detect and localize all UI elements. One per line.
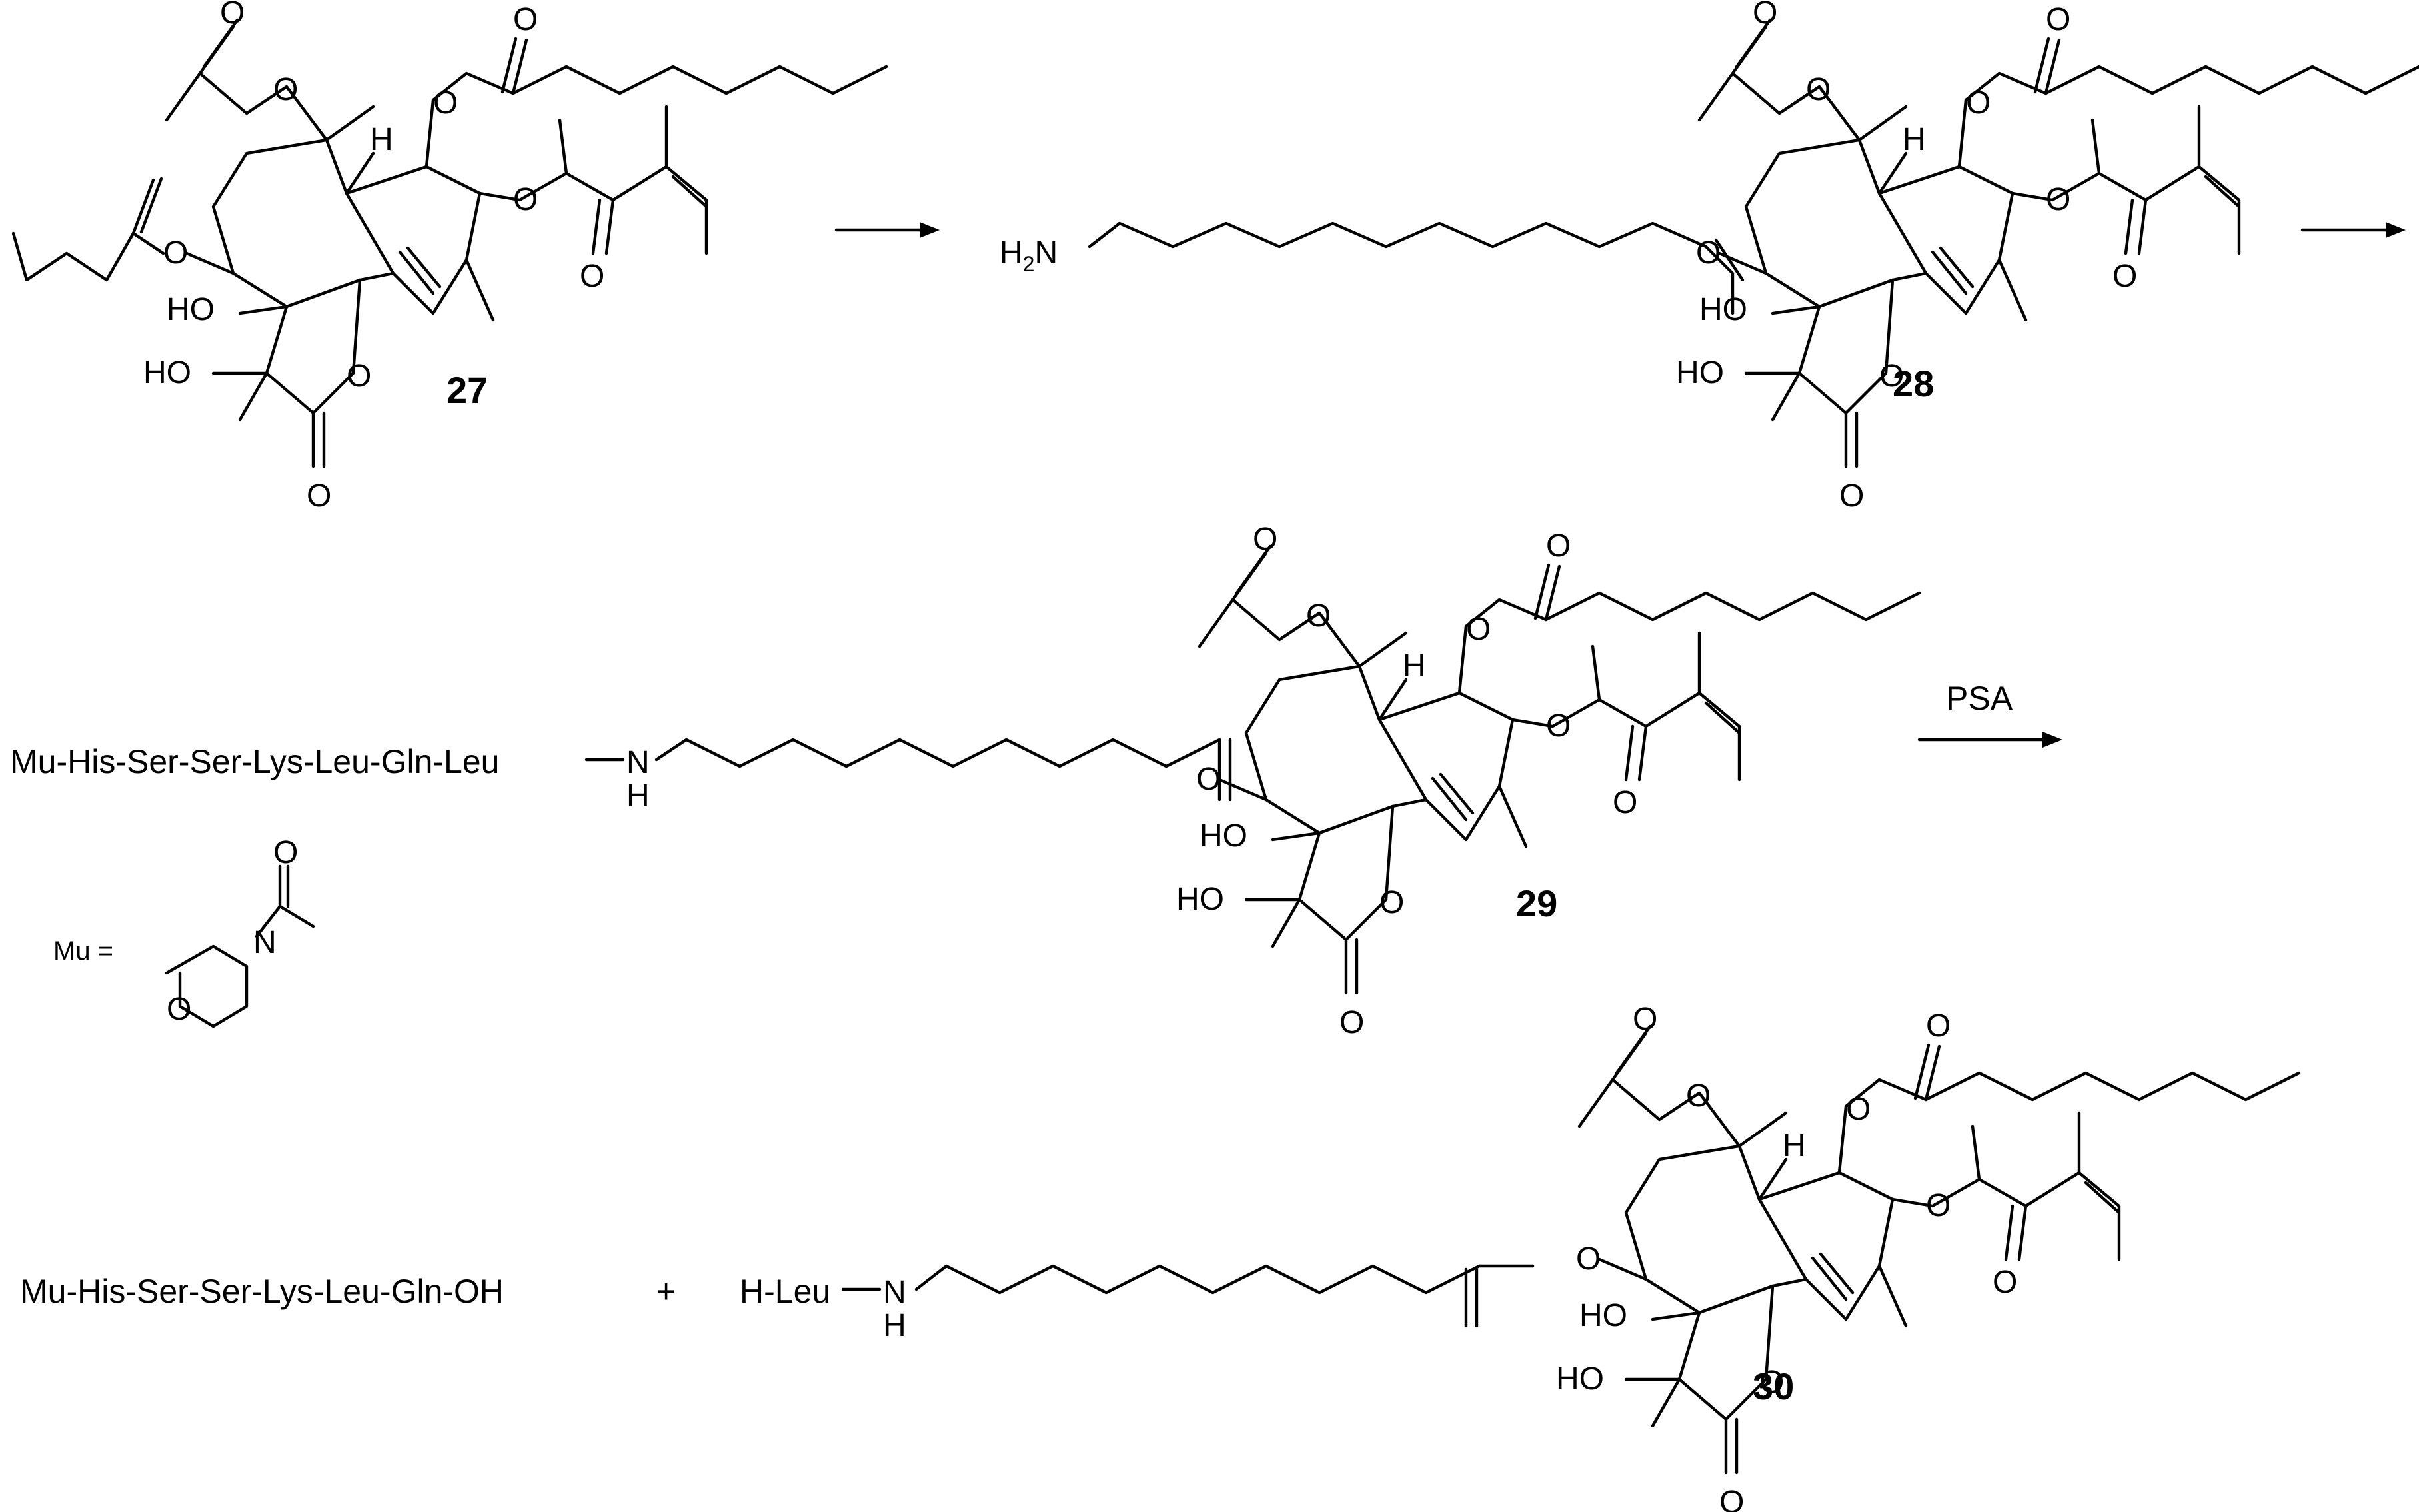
atom-nh-30: H — [883, 1308, 906, 1343]
mu-label: Mu = — [53, 936, 113, 966]
arrow-2 — [2300, 222, 2406, 238]
compound-number-27: 27 — [446, 369, 488, 411]
atom-n-29: N — [626, 745, 650, 780]
compound-number-28: 28 — [1893, 363, 1934, 404]
h2n-label: H2N — [1000, 235, 1058, 276]
plus-sign: + — [656, 1273, 676, 1310]
mu-definition: Mu = N O O — [53, 835, 315, 1028]
atom-o-mu-ring: O — [167, 992, 191, 1027]
h-leu-label: H-Leu — [740, 1273, 830, 1310]
compound-28: 28 H2N — [1000, 0, 2419, 514]
atom-nh-29: H — [626, 778, 650, 814]
atom-n-mu: N — [253, 925, 277, 960]
atom-o-mu-carbonyl: O — [273, 835, 298, 870]
compound-number-29: 29 — [1516, 882, 1557, 924]
product-peptide: Mu-His-Ser-Ser-Lys-Leu-Gln-OH + — [20, 1273, 676, 1310]
arrow-3: PSA — [1917, 680, 2062, 748]
arrow-1 — [834, 222, 940, 238]
reagent-label: PSA — [1946, 680, 2013, 717]
compound-number-30: 30 — [1753, 1365, 1794, 1407]
compound-29: Mu-His-Ser-Ser-Lys-Leu-Gln-Leu N H 29 — [10, 522, 1919, 1040]
product-peptide-label: Mu-His-Ser-Ser-Lys-Leu-Gln-OH — [20, 1273, 504, 1310]
compound-27: 27 — [11, 0, 886, 514]
atom-n-30: N — [883, 1275, 906, 1310]
compound-30: H-Leu N H 30 — [740, 1002, 2299, 1512]
peptide-29: Mu-His-Ser-Ser-Lys-Leu-Gln-Leu — [10, 743, 499, 780]
